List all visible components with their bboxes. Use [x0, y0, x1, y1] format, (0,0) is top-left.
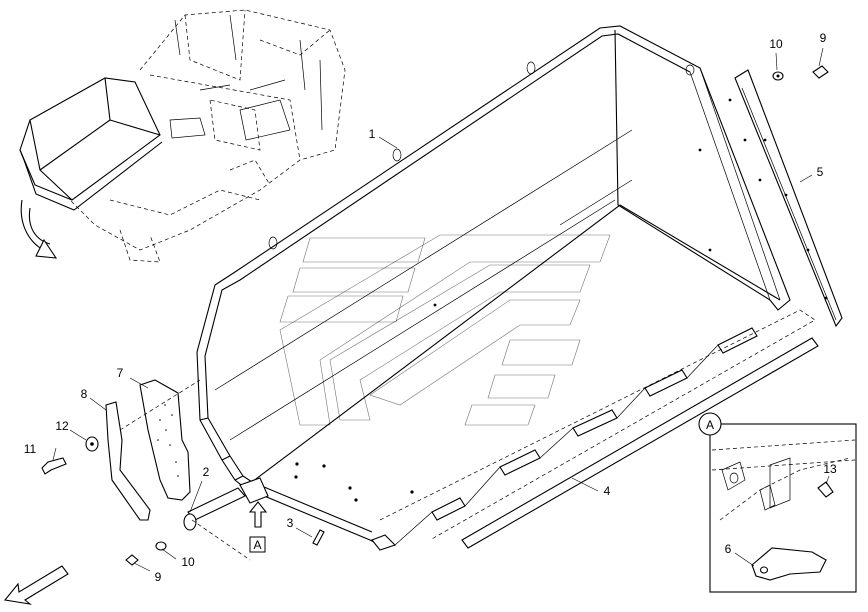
curved-arrow-icon [20, 199, 58, 259]
part-11-12-bolt-washer [41, 436, 99, 475]
part-7-plate [139, 379, 191, 501]
callout-11: 11 [24, 442, 37, 456]
hopper-body [196, 25, 816, 551]
callout-2: 2 [203, 465, 210, 479]
callout-4: 4 [604, 484, 611, 498]
leader-lines [52, 47, 830, 572]
view-marker-label: A [253, 538, 261, 552]
part-5-side-strip [734, 69, 843, 328]
detail-a-label: A [706, 418, 714, 432]
callouts: 1 2 3 4 5 6 7 8 9 9 10 10 11 12 13 [24, 31, 837, 584]
callout-5: 5 [817, 165, 824, 179]
callout-10-bottom: 10 [181, 555, 195, 569]
callout-3: 3 [287, 516, 294, 530]
callout-9-bottom: 9 [155, 570, 162, 584]
part-4-rod [461, 337, 819, 549]
forward-direction-arrow-icon [3, 565, 69, 605]
part-8-bracket [105, 401, 151, 521]
detail-a-badge [698, 412, 722, 436]
detail-a-inset: A [698, 412, 857, 593]
part-2-pin [183, 477, 269, 531]
view-marker-a: A [249, 536, 266, 553]
callout-7: 7 [117, 366, 124, 380]
machine-overview-sketch [19, 9, 346, 263]
callout-12: 12 [55, 419, 69, 433]
callout-1: 1 [369, 127, 376, 141]
callout-8: 8 [81, 387, 88, 401]
callout-13: 13 [823, 462, 837, 476]
part-3-small-pin [312, 529, 325, 546]
top-bolt-and-washer [772, 65, 829, 81]
view-direction-arrow-icon [248, 501, 268, 528]
callout-9-top: 9 [820, 31, 827, 45]
brand-logo-watermark [279, 234, 611, 426]
callout-10-top: 10 [769, 37, 783, 51]
callout-6: 6 [725, 542, 732, 556]
part-9-10-lower-bolt-washer [125, 541, 167, 566]
